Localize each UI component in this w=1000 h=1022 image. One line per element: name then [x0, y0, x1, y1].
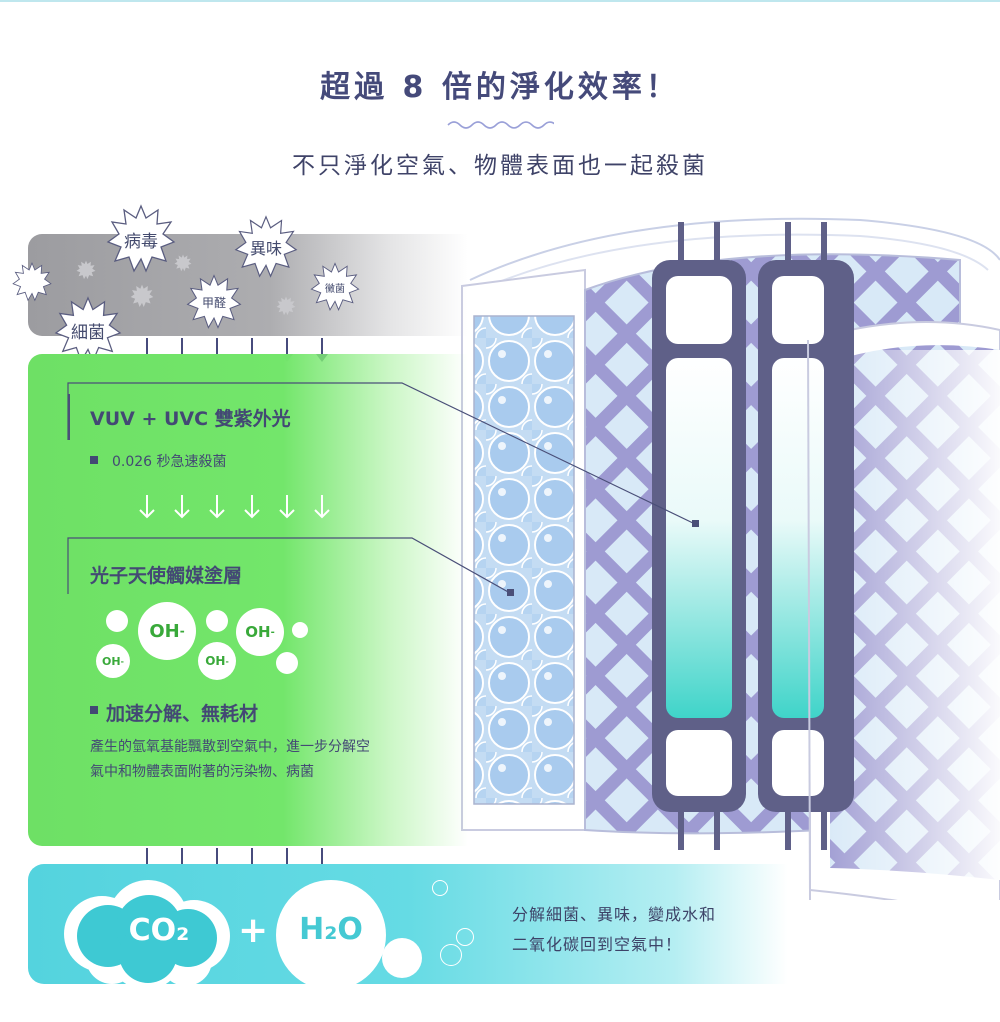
bubble-dot: [276, 652, 298, 674]
oh-radical: OH-: [138, 602, 196, 660]
plus-sign: +: [238, 910, 269, 951]
decompose-stage-body: 產生的氫氧基能飄散到空氣中，進一步分解空氣中和物體表面附著的污染物、病菌: [90, 739, 370, 780]
pollutant-odor: 異味: [234, 215, 298, 279]
co2-cloud-icon: [64, 880, 230, 990]
pollutant-virus: 病毒: [106, 204, 176, 274]
section-accent-bar: [68, 394, 70, 440]
h2o-bubble: [276, 880, 386, 990]
co2-label: CO₂: [128, 913, 190, 948]
pollutant-formaldehyde: 甲醛: [186, 274, 242, 330]
top-divider-line: [0, 0, 1000, 2]
bullet-square-icon: [90, 706, 98, 714]
small-germ-icon: [76, 260, 96, 280]
result-description-line1: 分解細菌、異味，變成水和: [512, 905, 717, 924]
bubble-ring: [440, 944, 462, 966]
pollutant-bacteria: 細菌: [54, 296, 122, 364]
wave-divider-icon: [447, 121, 554, 129]
uv-lamp-left: [652, 222, 746, 850]
small-burst-icon: [12, 262, 52, 302]
uv-lamp-right: [758, 222, 854, 850]
small-germ-icon: [130, 284, 154, 307]
bullet-square-icon: [90, 456, 98, 464]
result-description-line2: 二氧化碳回到空氣中！: [512, 935, 683, 954]
bubble-dot: [106, 610, 128, 632]
small-germ-icon: [276, 296, 296, 316]
decompose-stage-title: 加速分解、無耗材: [106, 703, 259, 725]
purifier-filter-illustration: [461, 217, 1000, 900]
bubble-ring: [432, 880, 448, 896]
oh-radical: OH-: [236, 608, 284, 656]
bubble-dot: [292, 622, 308, 638]
h2o-label: H₂O: [299, 912, 363, 947]
oh-radical: OH-: [198, 642, 236, 680]
result-description: 分解細菌、異味，變成水和 二氧化碳回到空氣中！: [512, 900, 772, 960]
bubble-dot: [382, 938, 422, 978]
uv-stage-title: VUV + UVC 雙紫外光: [90, 408, 291, 430]
small-germ-icon: [174, 254, 192, 272]
oh-radical: OH-: [96, 644, 130, 678]
pollutant-mold: 黴菌: [310, 262, 360, 312]
arrow-down-row-icon: [139, 495, 330, 519]
page-subtitle: 不只淨化空氣、物體表面也一起殺菌: [292, 153, 708, 179]
bubble-dot: [206, 610, 228, 632]
bubble-ring: [456, 928, 474, 946]
page-title: 超過 8 倍的淨化效率！: [320, 70, 680, 105]
purification-process-panel: [28, 354, 468, 846]
coating-stage-title: 光子天使觸媒塗層: [90, 565, 243, 587]
uv-stage-bullet: 0.026 秒急速殺菌: [112, 454, 227, 470]
